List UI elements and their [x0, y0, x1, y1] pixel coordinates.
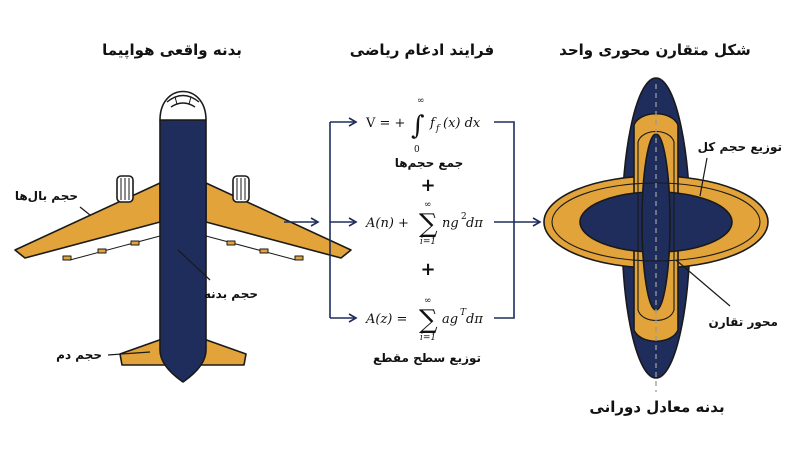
- svg-text:∑: ∑: [419, 305, 438, 335]
- label-section-area: توزیع سطح مقطع: [373, 351, 481, 366]
- svg-text:V = +: V = +: [365, 116, 405, 131]
- title-middle: فرایند ادغام ریاضی: [350, 41, 494, 59]
- right-engine: [232, 175, 250, 203]
- title-left: بدنه واقعی هواپیما: [102, 41, 242, 60]
- right-bracket: [494, 121, 515, 319]
- svg-text:A(z) =: A(z) =: [365, 312, 407, 327]
- equation-sum-1: A(n) + ∑ ∞ i=1 ng 2 dπ: [365, 200, 483, 247]
- tail-leader: [107, 351, 151, 356]
- svg-text:i=1: i=1: [420, 237, 436, 247]
- wing-leader: [79, 206, 91, 216]
- svg-text:ag: ag: [442, 312, 458, 327]
- label-tail: حجم دم: [56, 348, 102, 363]
- svg-text:f: f: [435, 124, 441, 134]
- svg-text:dπ: dπ: [466, 312, 483, 327]
- svg-text:2: 2: [461, 212, 467, 222]
- svg-text:∑: ∑: [419, 209, 438, 239]
- svg-text:∞: ∞: [424, 200, 432, 210]
- fuselage: [159, 119, 207, 383]
- plus-1: +: [420, 175, 435, 196]
- label-wings: حجم بال‌ها: [15, 189, 78, 203]
- axis-leader: [675, 259, 731, 307]
- svg-text:A(n) +: A(n) +: [365, 216, 409, 231]
- left-engine: [116, 175, 134, 203]
- total-volume-leader: [699, 157, 708, 197]
- label-volume-sum: جمع حجم‌ها: [395, 156, 464, 170]
- svg-text:i=1: i=1: [420, 333, 436, 343]
- label-symmetry-axis: محور تقارن: [709, 315, 779, 330]
- svg-text:(x) dx: (x) dx: [443, 116, 481, 131]
- title-right: شکل متقارن محوری واحد: [559, 41, 751, 59]
- equation-integral: V = + ∫ ∞ 0 f f (x) dx: [365, 96, 481, 155]
- plus-2: +: [420, 259, 435, 280]
- svg-text:∫: ∫: [411, 111, 425, 141]
- svg-text:ng: ng: [442, 216, 459, 231]
- svg-text:f: f: [429, 116, 437, 131]
- label-fuselage: حجم بدنه: [204, 287, 258, 301]
- svg-text:dπ: dπ: [466, 216, 483, 231]
- svg-text:T: T: [460, 308, 467, 318]
- svg-text:∞: ∞: [417, 96, 425, 106]
- title-bottom: بدنه معادل دورانی: [589, 398, 724, 416]
- fuselage-leader: [177, 249, 211, 281]
- equation-sum-2: A(z) = ∑ ∞ i=1 ag T dπ: [365, 296, 483, 343]
- svg-text:0: 0: [414, 145, 420, 155]
- cockpit-window: [166, 94, 200, 103]
- label-total-volume: توزیع حجم کل: [698, 140, 782, 155]
- svg-text:∞: ∞: [424, 296, 432, 306]
- airplane: [14, 90, 352, 383]
